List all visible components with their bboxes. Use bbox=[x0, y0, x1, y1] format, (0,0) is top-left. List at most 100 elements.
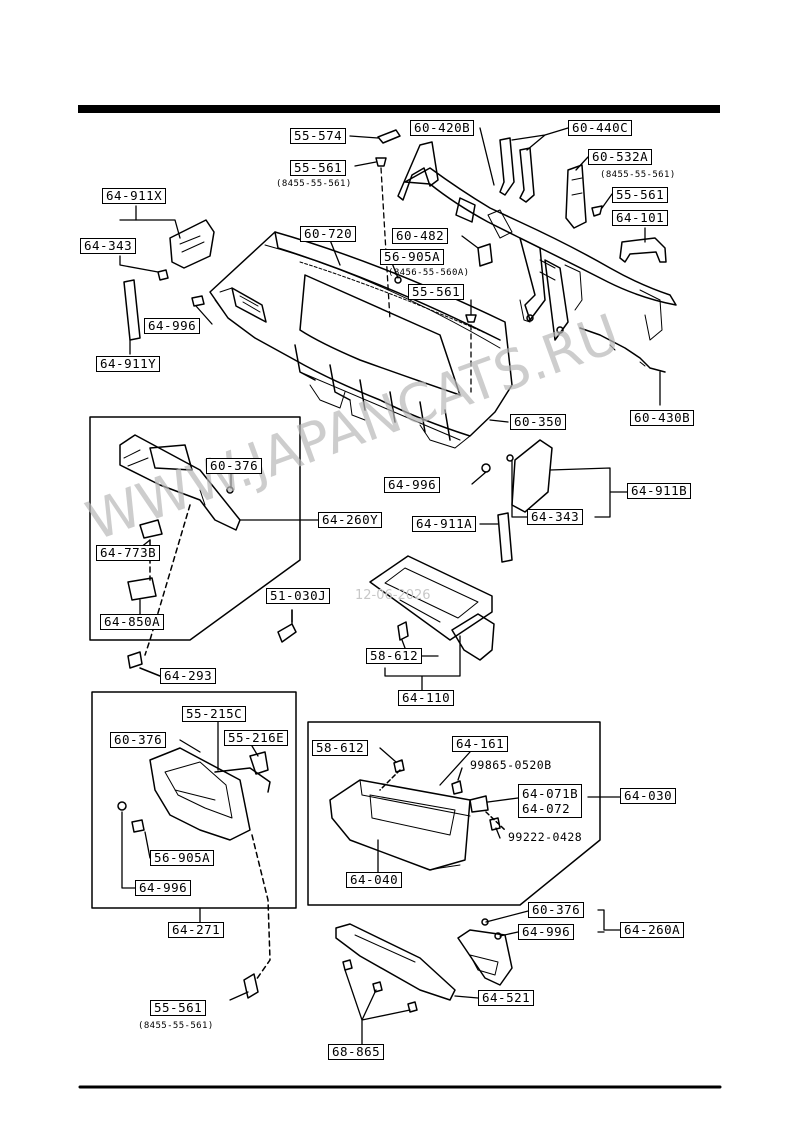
part-label-64-343-top: 64-343 bbox=[80, 238, 137, 254]
screw-drawing bbox=[591, 205, 603, 217]
part-55-216e-drawing bbox=[249, 751, 269, 775]
top-rule bbox=[78, 105, 720, 113]
clip-56-905a-b-drawing bbox=[131, 819, 145, 833]
clip-64-996-drawing bbox=[191, 295, 205, 307]
bracket-55-215c-drawing bbox=[214, 767, 271, 793]
part-64-850a-drawing bbox=[127, 577, 157, 601]
part-label-60-376-c: 60-376 bbox=[528, 902, 585, 918]
part-label-64-343-mid: 64-343 bbox=[527, 509, 584, 525]
latch-64-071b-drawing bbox=[469, 795, 489, 813]
part-label-64-996-mid: 64-996 bbox=[384, 477, 441, 493]
sub-note-top: (8455-55-561) bbox=[276, 179, 352, 189]
clip-55-574-drawing bbox=[377, 129, 401, 144]
clip-68-865-c bbox=[407, 1001, 418, 1013]
clip-68-865-a bbox=[342, 959, 353, 971]
part-label-64-101: 64-101 bbox=[612, 210, 669, 226]
strip-64-911y-drawing bbox=[123, 279, 141, 341]
part-label-60-376-b: 60-376 bbox=[110, 732, 167, 748]
instrument-panel-drawing bbox=[209, 231, 513, 449]
glove-box-lid-drawing bbox=[369, 555, 495, 661]
part-label-64-521: 64-521 bbox=[478, 990, 535, 1006]
part-label-64-911b: 64-911B bbox=[627, 483, 692, 499]
part-label-64-911x: 64-911X bbox=[102, 188, 167, 204]
clip-58-612-drawing bbox=[397, 621, 409, 641]
part-label-60-430b: 60-430B bbox=[630, 410, 695, 426]
part-label-60-482: 60-482 bbox=[392, 228, 449, 244]
part-64-773b-drawing bbox=[139, 519, 163, 539]
bracket-64-101-drawing bbox=[619, 237, 667, 263]
part-label-64-260a: 64-260A bbox=[620, 922, 685, 938]
part-label-64-072: 64-072 bbox=[522, 801, 571, 816]
clip-68-865-b bbox=[372, 981, 383, 993]
under-cover-64-271-drawing bbox=[149, 747, 251, 841]
clip-64-343-drawing bbox=[157, 269, 169, 281]
screw-99865-drawing bbox=[451, 780, 463, 795]
part-label-64-110: 64-110 bbox=[398, 690, 455, 706]
part-label-55-216e: 55-216E bbox=[224, 730, 289, 746]
part-label-60-350: 60-350 bbox=[510, 414, 567, 430]
part-label-64-161: 64-161 bbox=[452, 736, 509, 752]
part-label-55-215c: 55-215C bbox=[182, 706, 247, 722]
part-label-55-574: 55-574 bbox=[290, 128, 347, 144]
part-label-64-071b-072: 64-071B 64-072 bbox=[518, 784, 583, 818]
wire-60-430b-drawing bbox=[579, 327, 666, 373]
watermark-date: 12-06-2026 bbox=[355, 588, 431, 603]
part-label-64-040: 64-040 bbox=[346, 872, 403, 888]
panel-64-911x-drawing bbox=[169, 219, 215, 269]
part-label-55-561-mid: 55-561 bbox=[408, 284, 465, 300]
clip-64-293-drawing bbox=[127, 651, 143, 669]
bracket-60-532a-drawing bbox=[565, 164, 587, 229]
strip-64-911a-drawing bbox=[497, 512, 513, 563]
under-cover-64-260y-drawing bbox=[119, 434, 241, 531]
part-label-56-905a-b: 56-905A bbox=[150, 850, 215, 866]
part-label-64-996-c: 64-996 bbox=[518, 924, 575, 940]
box-64-271 bbox=[91, 691, 297, 909]
part-label-64-071b: 64-071B bbox=[522, 786, 579, 801]
part-58-612-b-drawing bbox=[393, 759, 405, 773]
box-64-260y bbox=[89, 416, 301, 641]
part-label-64-293: 64-293 bbox=[160, 668, 217, 684]
pin-99222-drawing bbox=[489, 817, 501, 831]
sub-note-right: (8455-55-561) bbox=[600, 170, 676, 180]
panel-64-911b-drawing bbox=[511, 439, 553, 513]
glove-box-64-040-drawing bbox=[329, 779, 471, 871]
part-label-64-030: 64-030 bbox=[620, 788, 677, 804]
part-label-51-030j: 51-030J bbox=[266, 588, 331, 604]
sub-note-mid: (8456-55-560A) bbox=[388, 268, 470, 278]
clip-55-561-mid-drawing bbox=[465, 314, 477, 323]
box-64-030 bbox=[307, 721, 601, 906]
part-60-482-drawing bbox=[477, 243, 493, 267]
part-label-55-561-right: 55-561 bbox=[612, 187, 669, 203]
part-label-60-420b: 60-420B bbox=[410, 120, 475, 136]
clip-55-561-drawing bbox=[375, 157, 387, 167]
part-label-64-996-b: 64-996 bbox=[135, 880, 192, 896]
screw-55-561-bot-drawing bbox=[243, 973, 259, 999]
part-label-60-720: 60-720 bbox=[300, 226, 357, 242]
part-label-64-850a: 64-850A bbox=[100, 614, 165, 630]
screw-51-030j-drawing bbox=[277, 623, 297, 643]
part-number-99865: 99865-0520B bbox=[470, 758, 552, 772]
part-label-64-911a: 64-911A bbox=[412, 516, 477, 532]
part-label-56-905a-top: 56-905A bbox=[380, 249, 445, 265]
part-label-64-260y: 64-260Y bbox=[318, 512, 383, 528]
part-label-58-612-b: 58-612 bbox=[312, 740, 369, 756]
part-label-58-612-a: 58-612 bbox=[366, 648, 423, 664]
sub-note-bottom: (8455-55-561) bbox=[138, 1021, 214, 1031]
clip-64-996-right-drawing bbox=[481, 463, 491, 473]
part-label-60-376-a: 60-376 bbox=[206, 458, 263, 474]
part-label-68-865: 68-865 bbox=[328, 1044, 385, 1060]
part-label-60-440c: 60-440C bbox=[568, 120, 633, 136]
part-label-64-996-top: 64-996 bbox=[144, 318, 201, 334]
part-label-64-271: 64-271 bbox=[168, 922, 225, 938]
part-label-55-561-bot: 55-561 bbox=[150, 1000, 207, 1016]
part-label-60-532a: 60-532A bbox=[588, 149, 653, 165]
cover-64-260a-drawing bbox=[457, 929, 513, 986]
clip-64-996-b-drawing bbox=[117, 801, 127, 811]
part-label-64-773b: 64-773B bbox=[96, 545, 161, 561]
part-label-64-911y: 64-911Y bbox=[96, 356, 161, 372]
part-number-99222: 99222-0428 bbox=[508, 830, 583, 844]
reinforcement-beam-drawing bbox=[397, 141, 677, 341]
panel-64-521-drawing bbox=[335, 923, 456, 1001]
